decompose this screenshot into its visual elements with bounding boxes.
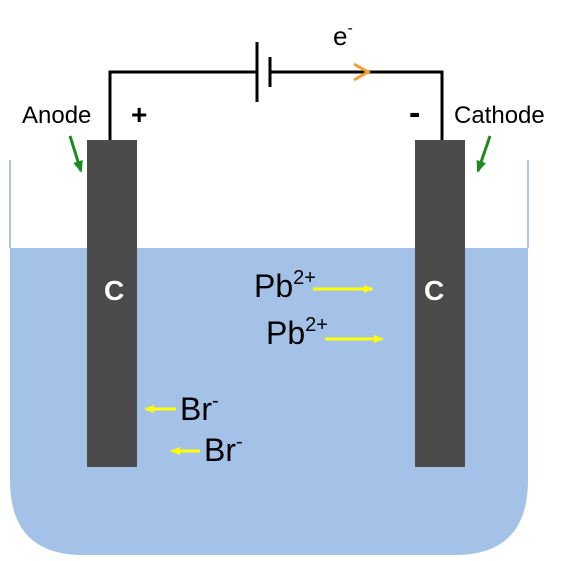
ion-label: Br- [204,431,243,468]
ion-label: Pb2+ [254,267,316,304]
arrow-down-left-icon [476,135,492,173]
ion-label: Pb2+ [266,314,328,351]
electron-label: e- [333,20,353,51]
anode-electrode [87,140,137,467]
circuit-wire-right [270,70,444,140]
arrow-down-left-icon [68,135,83,173]
cathode-label: Cathode [454,102,545,129]
battery-cell-icon [255,42,272,102]
electrolyte-liquid [10,248,528,555]
chevron-right-icon [353,62,372,82]
anode-label: Anode [22,102,91,129]
cathode-sign: - [409,94,420,132]
cathode-electrode [415,140,465,467]
circuit-wire-left [108,70,257,140]
cathode-material-label: C [424,275,444,306]
anode-material-label: C [104,275,124,306]
anode-sign: + [131,99,147,130]
ion-label: Br- [180,390,219,427]
